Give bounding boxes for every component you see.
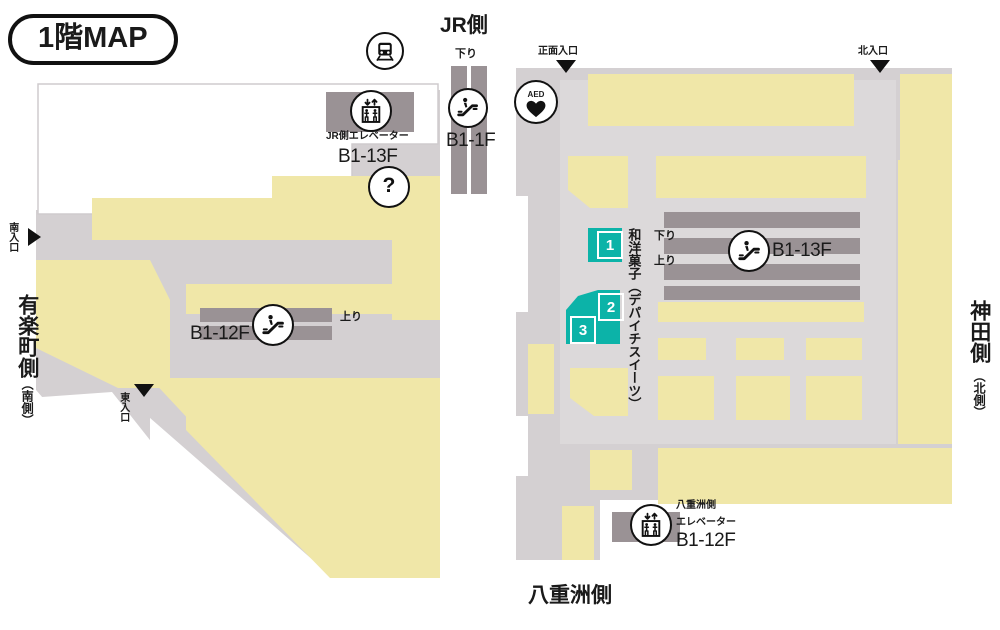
jr-side-label: JR側	[440, 14, 488, 37]
kanda-side-sublabel: （北側）	[972, 370, 987, 418]
svg-text:?: ?	[383, 174, 396, 197]
left-escalator-floor-label: B1-12F	[190, 323, 250, 344]
jr-elevator-floor-label: B1-13F	[338, 146, 398, 167]
left-escalator-direction-label: 上り	[340, 311, 362, 323]
yurakucho-side-label: 有楽町側	[15, 294, 39, 378]
shop-marker-3[interactable]: 3	[570, 316, 596, 344]
kanda-side-label: 神田側	[967, 300, 991, 363]
page-title: 1階MAP	[8, 14, 178, 66]
yaesu-elevator-name-line1: 八重洲側	[676, 500, 716, 511]
aed-heart-icon[interactable]: AED	[514, 80, 558, 124]
right-escalator-up-label: 上り	[654, 255, 676, 267]
yaesu-elevator-name-line2: エレベーター	[676, 517, 736, 528]
train-icon[interactable]	[366, 32, 404, 70]
jr-escalator-floor-label: B1-1F	[446, 130, 496, 151]
triangle-right-icon	[28, 228, 41, 246]
sweets-zone-label: 和洋菓子（デパイチスイーツ）	[626, 228, 642, 410]
left-shop-blocks	[36, 176, 440, 578]
jr-elevator-name-label: JR側エレベーター	[326, 131, 409, 142]
triangle-down-icon	[556, 60, 576, 73]
escalator-icon[interactable]	[252, 304, 294, 346]
east-entrance-label: 東入口	[117, 392, 129, 422]
right-shop-blocks	[528, 74, 952, 560]
right-escalator-strips	[664, 212, 860, 300]
right-escalator-floor-label: B1-13F	[772, 240, 832, 261]
jr-escalator-direction-label: 下り	[455, 48, 477, 60]
triangle-up-left-icon	[134, 384, 154, 397]
shop-marker-2[interactable]: 2	[598, 293, 624, 321]
escalator-icon[interactable]	[448, 88, 488, 128]
triangle-down-icon	[870, 60, 890, 73]
elevator-icon[interactable]	[630, 504, 672, 546]
front-entrance-label: 正面入口	[538, 46, 578, 57]
yaesu-elevator-floor-label: B1-12F	[676, 530, 736, 551]
escalator-icon[interactable]	[728, 230, 770, 272]
yurakucho-side-sublabel: （南側）	[20, 378, 35, 426]
yaesu-side-label: 八重洲側	[528, 584, 612, 607]
right-escalator-down-label: 下り	[654, 230, 676, 242]
north-entrance-label: 北入口	[858, 46, 888, 57]
elevator-icon[interactable]	[350, 90, 392, 132]
south-entrance-label: 南入口	[6, 222, 18, 252]
aed-text-label: AED	[527, 89, 545, 99]
shop-marker-1[interactable]: 1	[597, 231, 623, 259]
question-mark-icon[interactable]: ?	[368, 166, 410, 208]
